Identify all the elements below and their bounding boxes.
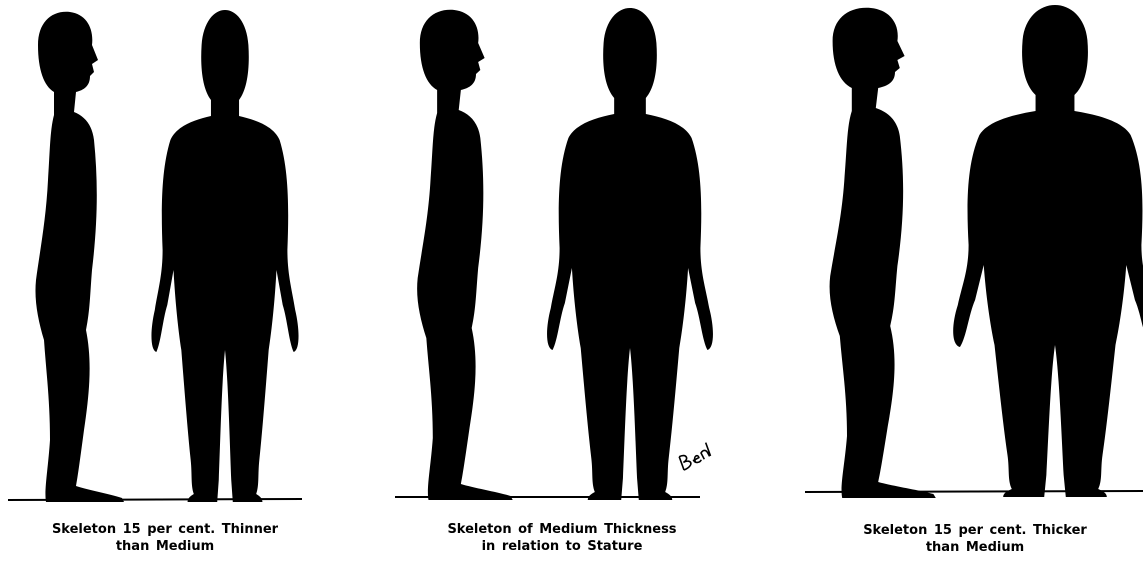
panel-medium <box>395 8 713 500</box>
caption-thinner: Skeleton 15 per cent. Thinner than Mediu… <box>0 521 330 555</box>
profile-silhouette <box>830 8 936 498</box>
profile-silhouette <box>417 10 513 500</box>
caption-medium: Skeleton of Medium Thickness in relation… <box>397 521 727 555</box>
front-silhouette <box>547 8 713 500</box>
panel-thicker <box>805 5 1143 498</box>
caption-line: Skeleton 15 per cent. Thicker <box>810 522 1140 539</box>
front-silhouette <box>953 5 1143 497</box>
caption-thicker: Skeleton 15 per cent. Thicker than Mediu… <box>810 522 1140 556</box>
caption-line: than Medium <box>0 538 330 555</box>
caption-line: Skeleton of Medium Thickness <box>397 521 727 538</box>
caption-line: Skeleton 15 per cent. Thinner <box>0 521 330 538</box>
caption-line: in relation to Stature <box>397 538 727 555</box>
front-silhouette <box>151 10 298 502</box>
profile-silhouette <box>35 12 124 502</box>
panel-thinner <box>8 10 302 502</box>
caption-line: than Medium <box>810 539 1140 556</box>
artist-signature <box>677 443 712 470</box>
